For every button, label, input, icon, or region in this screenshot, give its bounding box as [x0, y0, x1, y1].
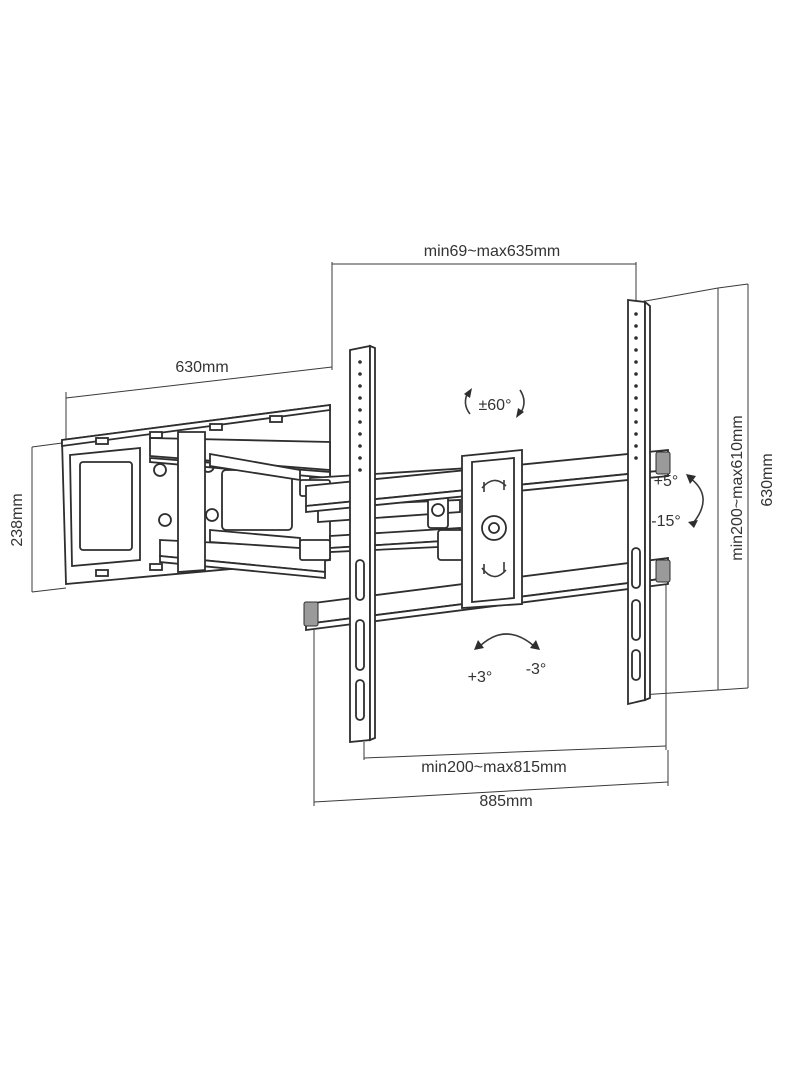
swivel-angle-label: ±60° [479, 397, 512, 414]
center-tilt-plate [461, 449, 523, 609]
tilt-up-label: +5° [654, 473, 679, 490]
swivel-arrow-icon [464, 388, 525, 418]
rotate-minus-label: -3° [526, 661, 547, 678]
dimension-lines [31, 262, 749, 806]
overall-width-label: 885mm [479, 793, 532, 810]
rotate-plus-label: +3° [468, 669, 493, 686]
dimension-labels: min69~max635mm 630mm 238mm min200~max610… [9, 243, 776, 810]
arm-span-label: min200~max815mm [421, 759, 566, 776]
wall-plate-depth-label: 630mm [175, 359, 228, 376]
vertical-brackets [349, 298, 651, 743]
vesa-horizontal-label: min69~max635mm [424, 243, 561, 260]
tilt-arrow-icon [686, 474, 704, 528]
vesa-vertical-label: min200~max610mm [729, 415, 746, 560]
tilt-down-label: -15° [651, 513, 681, 530]
angle-labels: ±60° +5° -15° +3° -3° [468, 397, 681, 686]
overall-height-label: 630mm [759, 453, 776, 506]
wall-plate-height-label: 238mm [9, 493, 26, 546]
rotate-arrow-icon [474, 633, 540, 650]
